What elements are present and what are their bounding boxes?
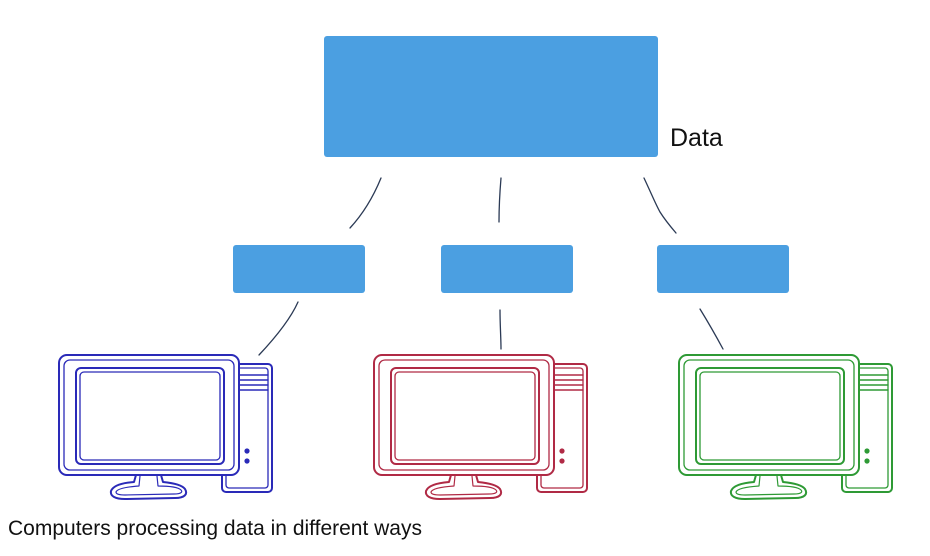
desktop-computer-icon (678, 354, 893, 500)
desktop-computer-icon (373, 354, 588, 500)
monitor-screen (695, 367, 845, 465)
connector-chunk-3-to-computer-3 (699, 308, 724, 350)
connector-main-to-chunk-1 (349, 177, 382, 229)
connector-chunk-1-to-computer-1 (258, 301, 299, 356)
data-chunk-1 (233, 245, 365, 293)
monitor-screen-inner (394, 371, 536, 461)
monitor-stand (729, 474, 808, 500)
tower-vents (857, 374, 889, 391)
desktop-computer-icon (58, 354, 273, 500)
monitor-stand (424, 474, 503, 500)
data-block-main (324, 36, 658, 157)
tower-led (559, 458, 565, 464)
monitor-stand-inner (115, 475, 183, 496)
tower-button (244, 448, 250, 454)
monitor-stand-inner (735, 475, 803, 496)
monitor-stand (109, 474, 188, 500)
monitor-screen-inner (699, 371, 841, 461)
monitor-screen (75, 367, 225, 465)
monitor-frame (678, 354, 860, 476)
data-label: Data (670, 124, 723, 152)
data-chunk-3 (657, 245, 789, 293)
monitor-frame (373, 354, 555, 476)
monitor-screen-inner (79, 371, 221, 461)
tower-led (864, 458, 870, 464)
tower-led (244, 458, 250, 464)
monitor-frame-inner (63, 359, 235, 471)
tower-vents (237, 374, 269, 391)
data-chunk-2 (441, 245, 573, 293)
tower-vents (552, 374, 584, 391)
tower-button (559, 448, 565, 454)
monitor-frame (58, 354, 240, 476)
connector-main-to-chunk-3 (643, 177, 677, 234)
diagram-caption: Computers processing data in different w… (8, 517, 422, 540)
monitor-screen (390, 367, 540, 465)
monitor-stand-inner (430, 475, 498, 496)
connector-main-to-chunk-2 (498, 177, 502, 223)
connector-chunk-2-to-computer-2 (499, 309, 502, 350)
monitor-frame-inner (378, 359, 550, 471)
monitor-frame-inner (683, 359, 855, 471)
tower-button (864, 448, 870, 454)
